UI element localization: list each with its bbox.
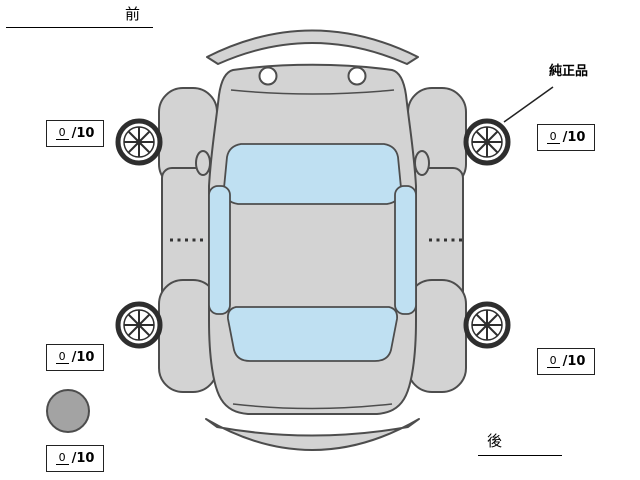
tread-score-scale: /10 bbox=[71, 451, 95, 466]
spare-tire-icon bbox=[46, 389, 90, 433]
tread-score-rear-right: 0 /10 bbox=[537, 348, 595, 375]
tread-score-rear-left: 0 /10 bbox=[46, 344, 104, 371]
tread-score-scale: /10 bbox=[71, 126, 95, 141]
tread-score-front-left: 0 /10 bbox=[46, 120, 104, 147]
tread-score-value: 0 bbox=[55, 451, 69, 466]
tread-score-front-right: 0 /10 bbox=[537, 124, 595, 151]
trunk-seam-line bbox=[232, 403, 393, 410]
front-label: 前 bbox=[125, 5, 141, 23]
right-side-glass bbox=[394, 185, 417, 315]
windshield-glass bbox=[223, 143, 402, 205]
tread-score-value: 0 bbox=[546, 354, 560, 369]
rear-bumper bbox=[205, 418, 420, 451]
wheel-rear-left-icon bbox=[115, 301, 163, 349]
hood-left-detail-circle bbox=[258, 66, 278, 86]
left-mirror-icon bbox=[195, 150, 211, 176]
wheel-rear-right-icon bbox=[463, 301, 511, 349]
tread-score-value: 0 bbox=[546, 130, 560, 145]
front-label-underline bbox=[6, 27, 153, 28]
rear-label-underline bbox=[478, 455, 562, 456]
hood-seam-line bbox=[230, 89, 395, 95]
left-side-glass bbox=[208, 185, 231, 315]
tread-score-value: 0 bbox=[55, 126, 69, 141]
genuine-part-pointer-line bbox=[503, 86, 554, 123]
front-bumper bbox=[206, 29, 419, 65]
genuine-part-label: 純正品 bbox=[549, 64, 589, 79]
wheel-front-left-icon bbox=[115, 118, 163, 166]
tread-score-spare: 0 /10 bbox=[46, 445, 104, 472]
tread-score-scale: /10 bbox=[71, 350, 95, 365]
rear-window-glass bbox=[227, 306, 398, 362]
tread-score-scale: /10 bbox=[562, 130, 586, 145]
tread-score-value: 0 bbox=[55, 350, 69, 365]
right-mirror-icon bbox=[414, 150, 430, 176]
rear-label: 後 bbox=[487, 432, 503, 450]
tread-score-scale: /10 bbox=[562, 354, 586, 369]
wheel-front-right-icon bbox=[463, 118, 511, 166]
hood-right-detail-circle bbox=[347, 66, 367, 86]
